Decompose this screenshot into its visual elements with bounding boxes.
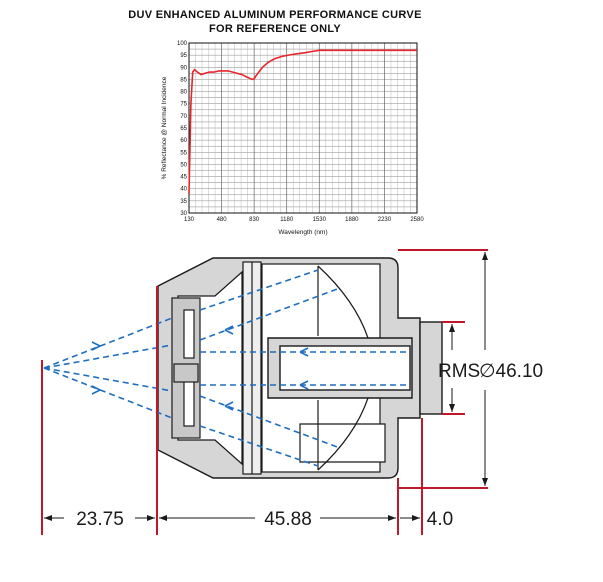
y-tick-label: 70 — [180, 114, 187, 120]
ray — [199, 269, 319, 311]
secondary-mirror-center — [173, 363, 199, 383]
light-rays — [43, 269, 410, 467]
central-tube — [267, 337, 413, 399]
ray-arrowhead — [224, 401, 234, 411]
ray-arrowhead — [91, 341, 101, 351]
primary-mirror — [317, 265, 369, 471]
x-tick-label: 1180 — [280, 217, 294, 223]
y-tick-label: 40 — [180, 187, 187, 193]
x-tick-label: 830 — [249, 217, 260, 223]
ray — [43, 367, 173, 419]
x-tick-label: 1880 — [345, 217, 359, 223]
dimension-arrowheads — [44, 252, 488, 521]
arrow-rms-bottom — [449, 404, 455, 412]
primary-mirror-lower — [317, 397, 369, 471]
ray — [199, 395, 341, 449]
y-tick-label: 65 — [180, 126, 187, 132]
ray — [199, 287, 341, 341]
chart-subtitle: FOR REFERENCE ONLY — [208, 23, 342, 35]
dim-label-left-length: 23.75 — [76, 509, 124, 530]
ray-arrowhead — [299, 347, 309, 357]
y-tick-label: 75 — [180, 102, 187, 108]
arrow-right-45-88 — [388, 515, 396, 521]
secondary-mirror — [171, 297, 201, 439]
ray — [43, 317, 173, 369]
ray-arrowhead — [224, 325, 234, 335]
y-tick-label: 85 — [180, 77, 187, 83]
flange — [419, 321, 443, 415]
reflectance-chart: 30 35 40 45 50 55 60 65 70 75 80 85 90 95 100 130 480 83… — [161, 41, 424, 236]
arrow-diameter-top — [482, 252, 488, 260]
y-tick-label: 50 — [180, 162, 187, 168]
dim-label-diameter: ∅46.10 — [479, 361, 543, 382]
primary-mirror-upper — [317, 265, 369, 339]
arrow-diameter-bottom — [482, 478, 488, 486]
x-tick-labels: 130 480 830 1180 1530 1880 2230 2580 — [184, 217, 424, 223]
x-tick-label: 2580 — [410, 217, 424, 223]
dimension-lines — [41, 249, 488, 535]
x-tick-label: 130 — [184, 217, 195, 223]
y-tick-label: 55 — [180, 150, 187, 156]
secondary-mirror-lower — [183, 377, 195, 427]
arrow-rms-top — [449, 324, 455, 332]
dim-label-rms: RMS — [438, 361, 480, 382]
y-tick-label: 60 — [180, 138, 187, 144]
chart-title: DUV ENHANCED ALUMINUM PERFORMANCE CURVE — [128, 9, 422, 21]
y-tick-labels: 30 35 40 45 50 55 60 65 70 75 80 85 90 95 100 — [177, 41, 188, 217]
ray — [43, 344, 173, 369]
ray — [199, 425, 319, 467]
y-axis-label: % Reflectance @ Normal Incidence — [161, 76, 168, 179]
window-plate — [242, 261, 262, 475]
y-tick-label: 30 — [180, 211, 187, 217]
arrow-left-23-75 — [44, 515, 52, 521]
y-tick-label: 35 — [180, 199, 187, 205]
chart-grid — [188, 42, 417, 214]
y-tick-label: 80 — [180, 90, 187, 96]
x-tick-label: 1530 — [313, 217, 327, 223]
y-tick-label: 95 — [180, 53, 187, 59]
x-axis-label: Wavelength (nm) — [278, 229, 327, 236]
x-tick-label: 2230 — [378, 217, 392, 223]
x-tick-label: 480 — [217, 217, 228, 223]
ray-arrowhead — [299, 380, 309, 390]
y-tick-label: 100 — [177, 41, 188, 47]
arrow-4-0 — [412, 515, 420, 521]
dim-label-flange-length: 4.0 — [427, 509, 453, 530]
dim-label-housing-length: 45.88 — [264, 509, 312, 530]
arrow-left-45-88 — [159, 515, 167, 521]
y-tick-label: 45 — [180, 175, 187, 181]
series-line-reflectance — [188, 49, 417, 194]
ray-arrowhead — [91, 385, 101, 395]
ray — [43, 367, 173, 392]
y-tick-label: 90 — [180, 65, 187, 71]
arrow-right-23-75 — [147, 515, 155, 521]
ray-arrowheads — [91, 325, 309, 411]
plot-frame — [188, 42, 418, 214]
secondary-mirror-upper — [183, 309, 195, 359]
